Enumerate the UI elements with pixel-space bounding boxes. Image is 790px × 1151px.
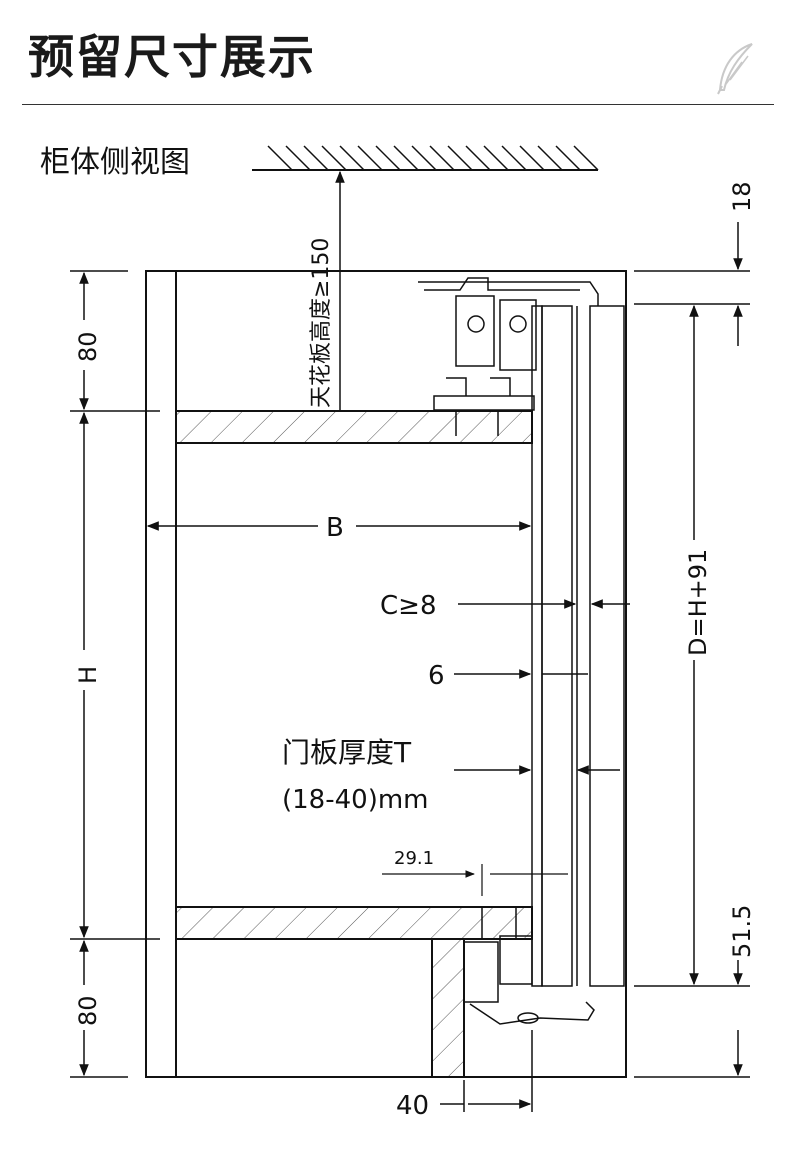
- view-title: 柜体侧视图: [40, 145, 190, 180]
- bottom-post-panel: [431, 938, 465, 1078]
- door-height-label: D=H+91: [684, 549, 712, 656]
- offset-29-label: 29.1: [394, 848, 434, 869]
- bottom-track-hardware: [463, 907, 595, 1025]
- gap-c-label: C≥8: [380, 591, 436, 621]
- right-dimensions: [634, 222, 750, 1078]
- top-track-hardware: [418, 277, 599, 436]
- door-panel: [531, 305, 578, 987]
- height-dimension-label: H: [74, 666, 102, 684]
- header-divider: [22, 104, 774, 105]
- page-title: 预留尺寸展示: [28, 30, 316, 84]
- top-panel-dimension-label: 80: [74, 331, 102, 362]
- bottom-panel-dimension-label: 80: [74, 995, 102, 1026]
- depth-dimension-label: B: [326, 513, 344, 543]
- door-thickness-label: 门板厚度T: [282, 736, 412, 769]
- offset-40-label: 40: [396, 1091, 429, 1121]
- feather-logo-icon: [717, 43, 753, 95]
- ceiling: [252, 145, 599, 171]
- offset-40-dimension: [440, 1030, 533, 1112]
- door-thickness-range: (18-40)mm: [282, 785, 429, 815]
- bottom-offset-label: 51.5: [728, 905, 756, 958]
- ceiling-height-dimension: 天花板高度≥150: [309, 170, 345, 410]
- top-offset-18-label: 18: [728, 181, 756, 212]
- ceiling-height-label: 天花板高度≥150: [309, 238, 334, 408]
- top-shelf-panel: [175, 410, 533, 444]
- offset-29-dimension: [382, 864, 568, 896]
- cabinet-body: [145, 270, 627, 1078]
- left-height-dimensions: [70, 270, 160, 1078]
- bottom-shelf-panel: [175, 906, 533, 940]
- gap-6-label: 6: [428, 661, 445, 691]
